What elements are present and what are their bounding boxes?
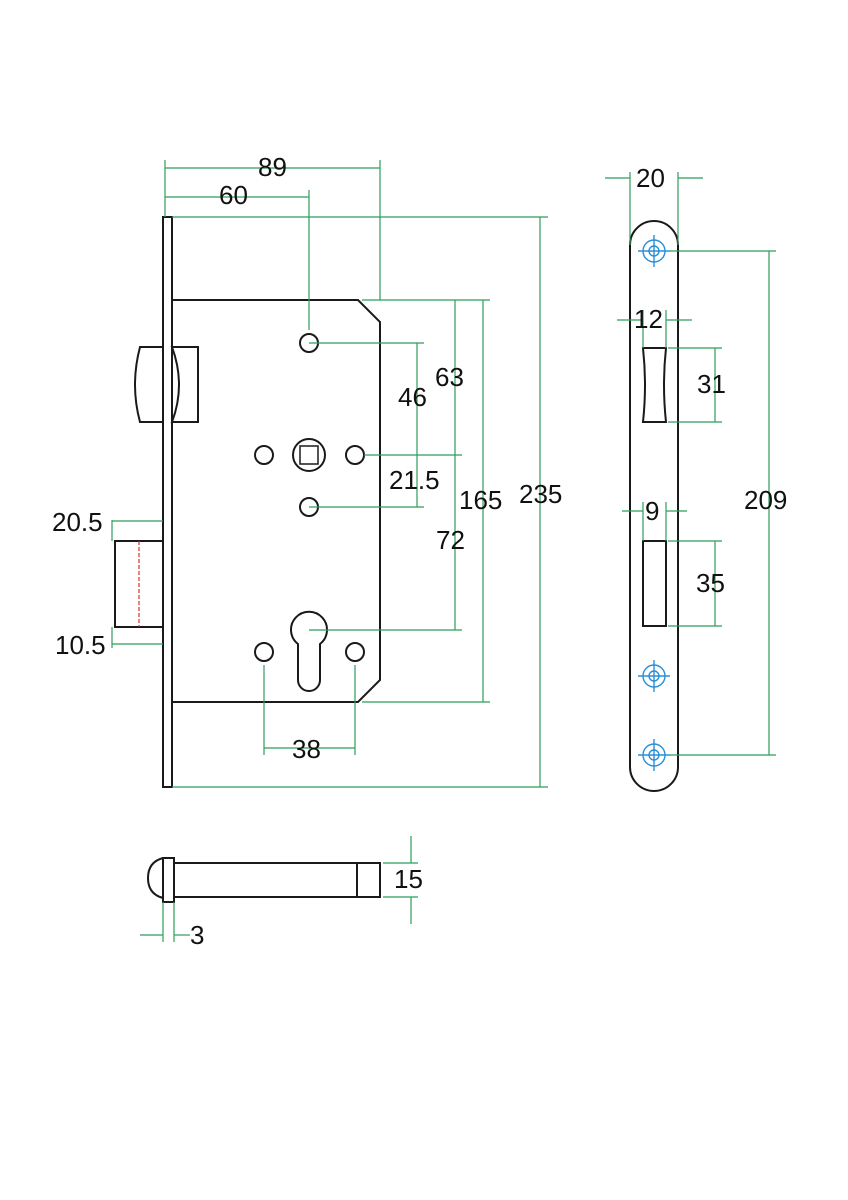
dim-63: 63 [435,362,464,392]
cyl-left-hole [254,642,274,662]
dim-21-5: 21.5 [389,465,440,495]
dim-89: 89 [258,152,287,182]
dim-38: 38 [292,734,321,764]
screw-hole-bottom [638,739,670,771]
right-hole [345,445,365,465]
bolt-opening [642,540,667,627]
latch-opening [641,347,668,423]
front-dimensions: 89 60 63 46 21.5 165 235 72 20.5 10.5 38 [52,152,562,788]
dim-46: 46 [398,382,427,412]
dim-3: 3 [190,920,204,950]
dim-35: 35 [696,568,725,598]
faceplate-view [629,220,679,792]
dim-15: 15 [394,864,423,894]
latch-bolt-inner [170,346,199,423]
faceplate [162,216,173,788]
dim-165: 165 [459,485,502,515]
dim-9: 9 [645,496,659,526]
follower-hub [292,438,326,472]
top-faceplate [162,857,175,903]
dim-31: 31 [697,369,726,399]
cyl-right-hole [345,642,365,662]
dim-20-5: 20.5 [52,507,103,537]
latch-bolt [134,346,164,423]
left-hole [254,445,274,465]
cylinder-cutout [290,610,328,692]
dim-72: 72 [436,525,465,555]
dim-60: 60 [219,180,248,210]
dim-20: 20 [636,163,665,193]
dim-10-5: 10.5 [55,630,106,660]
dim-209: 209 [744,485,787,515]
screw-hole-top [638,235,670,267]
top-body [173,862,381,898]
front-view [114,216,381,788]
faceplate-outline [629,220,679,792]
top-view [146,857,381,903]
dim-12: 12 [634,304,663,334]
latch-knob [146,857,164,899]
lock-body [172,299,381,703]
follower-square [299,445,319,465]
dim-235: 235 [519,479,562,509]
faceplate-dimensions: 20 12 31 209 9 35 [605,163,787,756]
top-dimensions: 15 3 [140,836,423,950]
screw-hole-middle [638,660,670,692]
